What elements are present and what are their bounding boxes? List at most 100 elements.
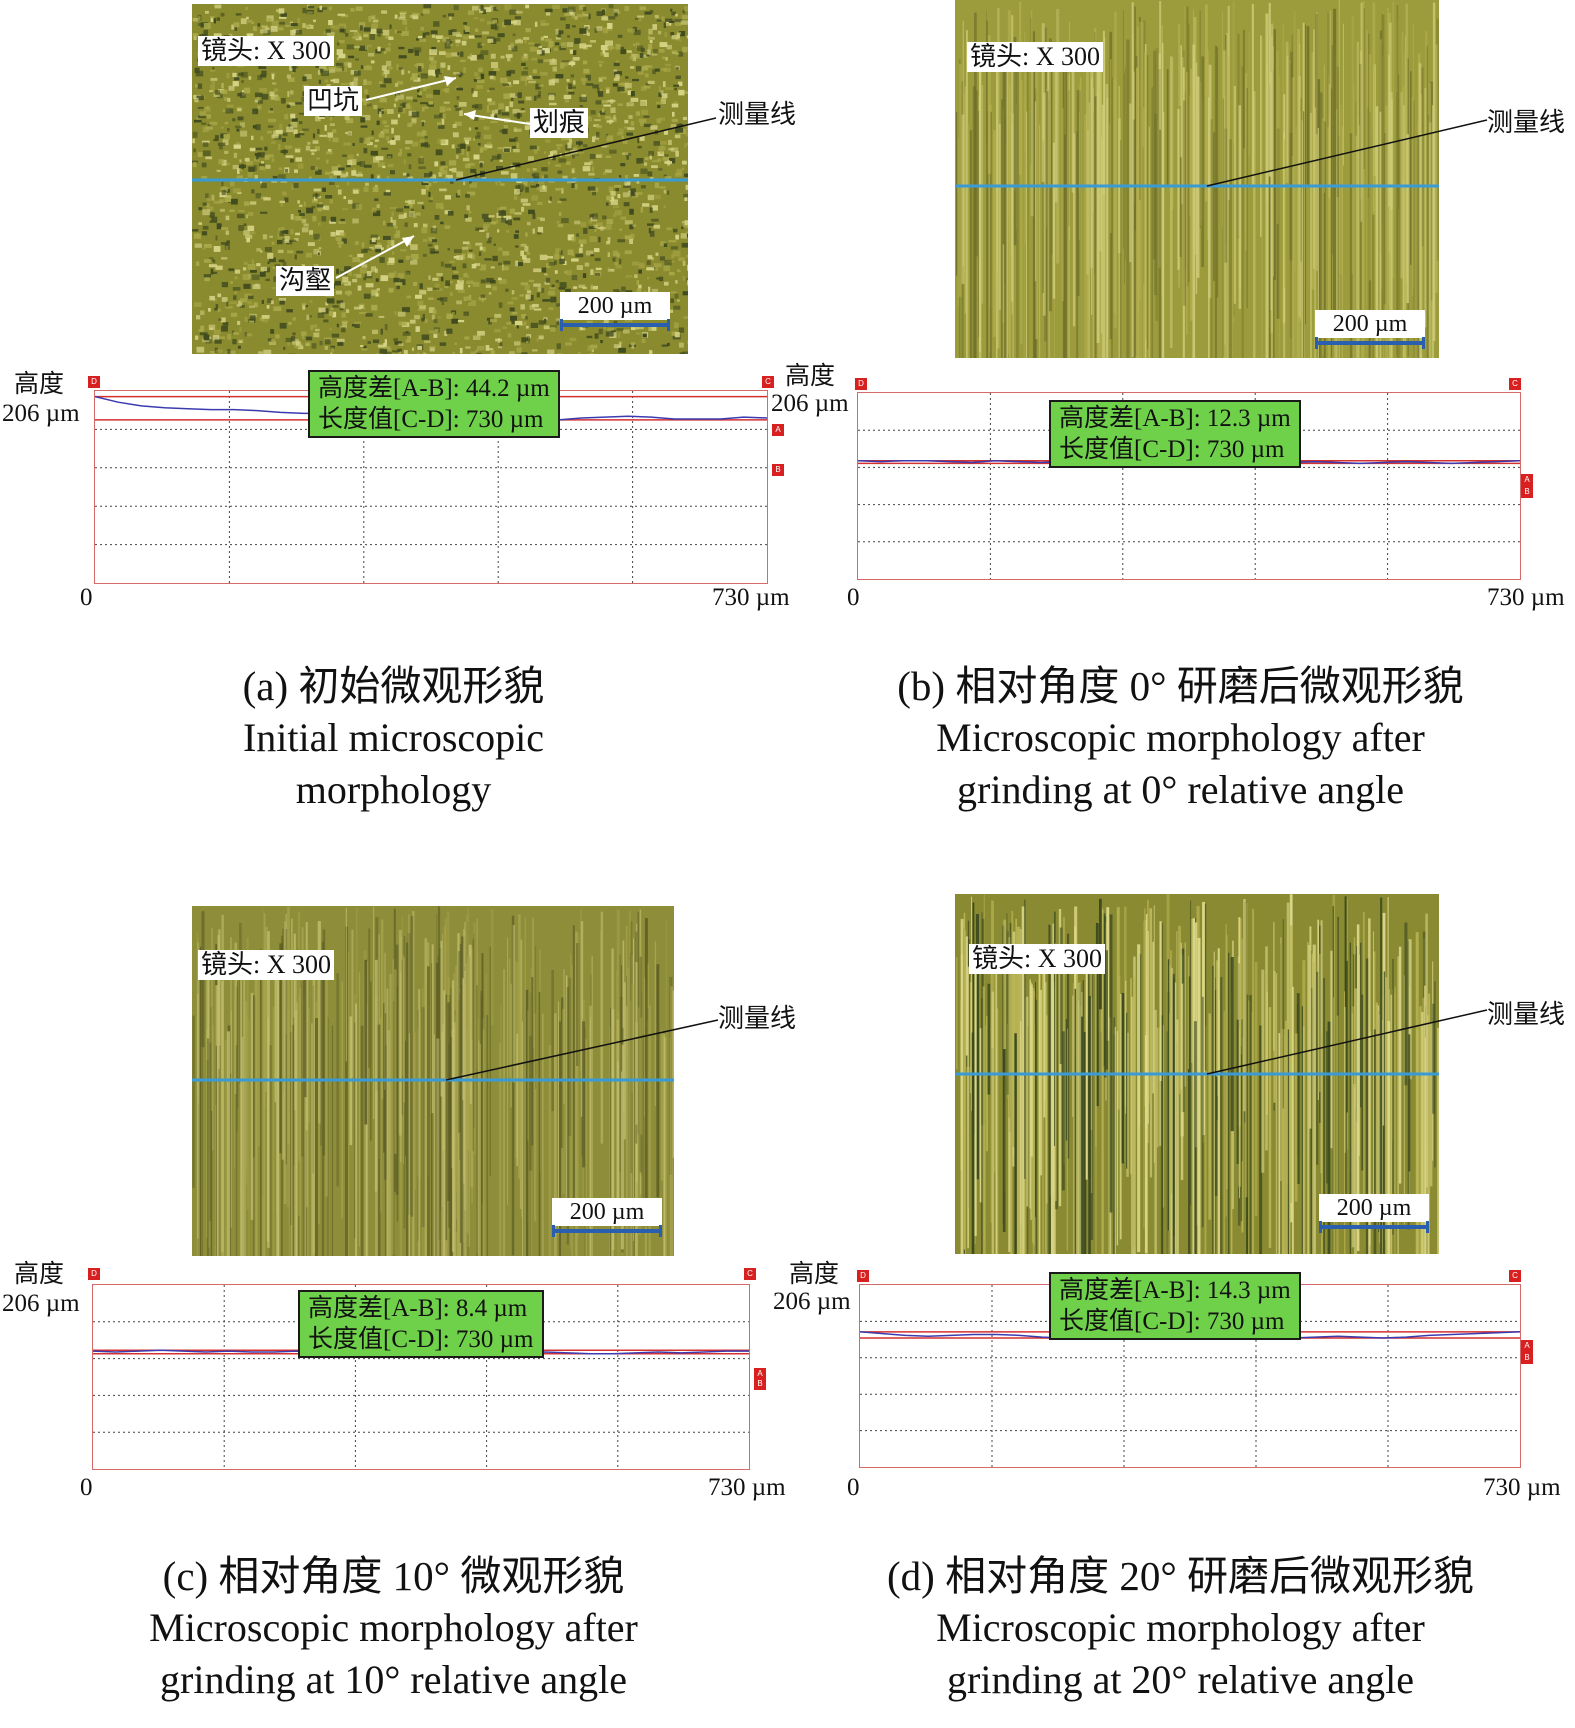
- texture-streak: [1144, 52, 1147, 340]
- texture-speckle: [572, 80, 576, 85]
- texture-speckle: [340, 302, 345, 309]
- texture-speckle: [287, 250, 294, 254]
- texture-speckle: [353, 189, 359, 194]
- texture-speckle: [200, 310, 205, 315]
- texture-speckle: [422, 32, 426, 38]
- texture-speckle: [336, 268, 340, 275]
- texture-speckle: [295, 149, 300, 153]
- texture-speckle: [516, 179, 522, 183]
- texture-streak: [1105, 83, 1109, 358]
- texture-streak: [390, 1015, 392, 1256]
- texture-streak: [1272, 46, 1274, 277]
- texture-speckle: [373, 104, 378, 110]
- texture-speckle: [634, 274, 638, 279]
- texture-streak: [312, 953, 316, 1254]
- texture-streak: [1388, 55, 1390, 207]
- texture-speckle: [536, 337, 539, 342]
- texture-speckle: [607, 327, 614, 331]
- texture-streak: [1379, 111, 1382, 358]
- texture-speckle: [248, 320, 255, 323]
- texture-speckle: [670, 124, 677, 128]
- texture-speckle: [278, 227, 281, 233]
- texture-streak: [1248, 32, 1250, 157]
- texture-speckle: [377, 344, 385, 348]
- texture-speckle: [486, 232, 490, 239]
- texture-speckle: [210, 268, 214, 275]
- texture-speckle: [466, 151, 469, 157]
- texture-speckle: [564, 97, 569, 103]
- texture-speckle: [465, 193, 470, 198]
- texture-speckle: [371, 23, 378, 29]
- texture-speckle: [528, 294, 534, 301]
- texture-speckle: [651, 218, 659, 222]
- texture-streak: [1026, 996, 1029, 1207]
- texture-speckle: [202, 338, 209, 343]
- scale-bar-line: [552, 1225, 662, 1237]
- texture-speckle: [327, 132, 334, 138]
- texture-speckle: [480, 279, 486, 284]
- texture-speckle: [421, 120, 426, 123]
- texture-speckle: [661, 145, 664, 148]
- texture-speckle: [317, 312, 325, 318]
- texture-streak: [656, 964, 660, 1198]
- texture-speckle: [399, 148, 402, 155]
- texture-streak: [253, 994, 256, 1158]
- texture-speckle: [286, 126, 294, 133]
- texture-speckle: [206, 114, 211, 119]
- texture-streak: [1352, 84, 1355, 358]
- texture-speckle: [221, 89, 228, 94]
- texture-speckle: [353, 45, 361, 49]
- texture-speckle: [407, 122, 413, 127]
- texture-speckle: [505, 288, 509, 292]
- texture-streak: [641, 992, 643, 1176]
- texture-streak: [600, 911, 604, 1144]
- texture-speckle: [588, 172, 595, 176]
- texture-speckle: [583, 60, 588, 65]
- texture-speckle: [328, 135, 331, 142]
- texture-streak: [1033, 1025, 1035, 1247]
- texture-speckle: [432, 239, 437, 243]
- texture-streak: [1148, 126, 1150, 358]
- texture-speckle: [262, 234, 268, 240]
- texture-speckle: [385, 189, 391, 194]
- texture-streak: [445, 994, 448, 1241]
- texture-streak: [1167, 959, 1170, 1231]
- texture-speckle: [599, 110, 606, 115]
- texture-streak: [1238, 1025, 1242, 1187]
- texture-speckle: [465, 217, 472, 222]
- texture-speckle: [400, 249, 407, 252]
- texture-speckle: [325, 302, 329, 306]
- texture-streak: [1147, 55, 1149, 350]
- texture-streak: [1411, 97, 1414, 296]
- texture-speckle: [232, 287, 241, 291]
- texture-speckle: [618, 332, 621, 339]
- texture-speckle: [557, 353, 562, 354]
- texture-speckle: [224, 122, 229, 125]
- texture-speckle: [468, 285, 471, 288]
- texture-streak: [1414, 101, 1416, 358]
- texture-streak: [1186, 72, 1188, 335]
- texture-speckle: [407, 335, 412, 341]
- texture-speckle: [239, 122, 245, 128]
- texture-speckle: [506, 321, 512, 325]
- texture-streak: [979, 52, 982, 358]
- texture-speckle: [538, 91, 541, 97]
- texture-speckle: [294, 238, 299, 241]
- texture-speckle: [476, 352, 482, 354]
- texture-streak: [269, 1045, 272, 1256]
- texture-speckle: [590, 344, 598, 349]
- texture-streak: [1231, 139, 1233, 358]
- texture-speckle: [675, 127, 684, 133]
- texture-speckle: [532, 303, 539, 308]
- texture-speckle: [196, 232, 199, 237]
- scale-bar-label: 200 µm: [552, 1198, 662, 1226]
- texture-speckle: [528, 42, 535, 45]
- texture-speckle: [549, 325, 557, 328]
- texture-speckle: [313, 188, 321, 192]
- texture-speckle: [375, 293, 379, 297]
- texture-speckle: [361, 242, 365, 248]
- texture-streak: [1124, 66, 1126, 261]
- texture-streak: [984, 1025, 986, 1254]
- texture-speckle: [395, 31, 402, 34]
- texture-speckle: [594, 28, 598, 33]
